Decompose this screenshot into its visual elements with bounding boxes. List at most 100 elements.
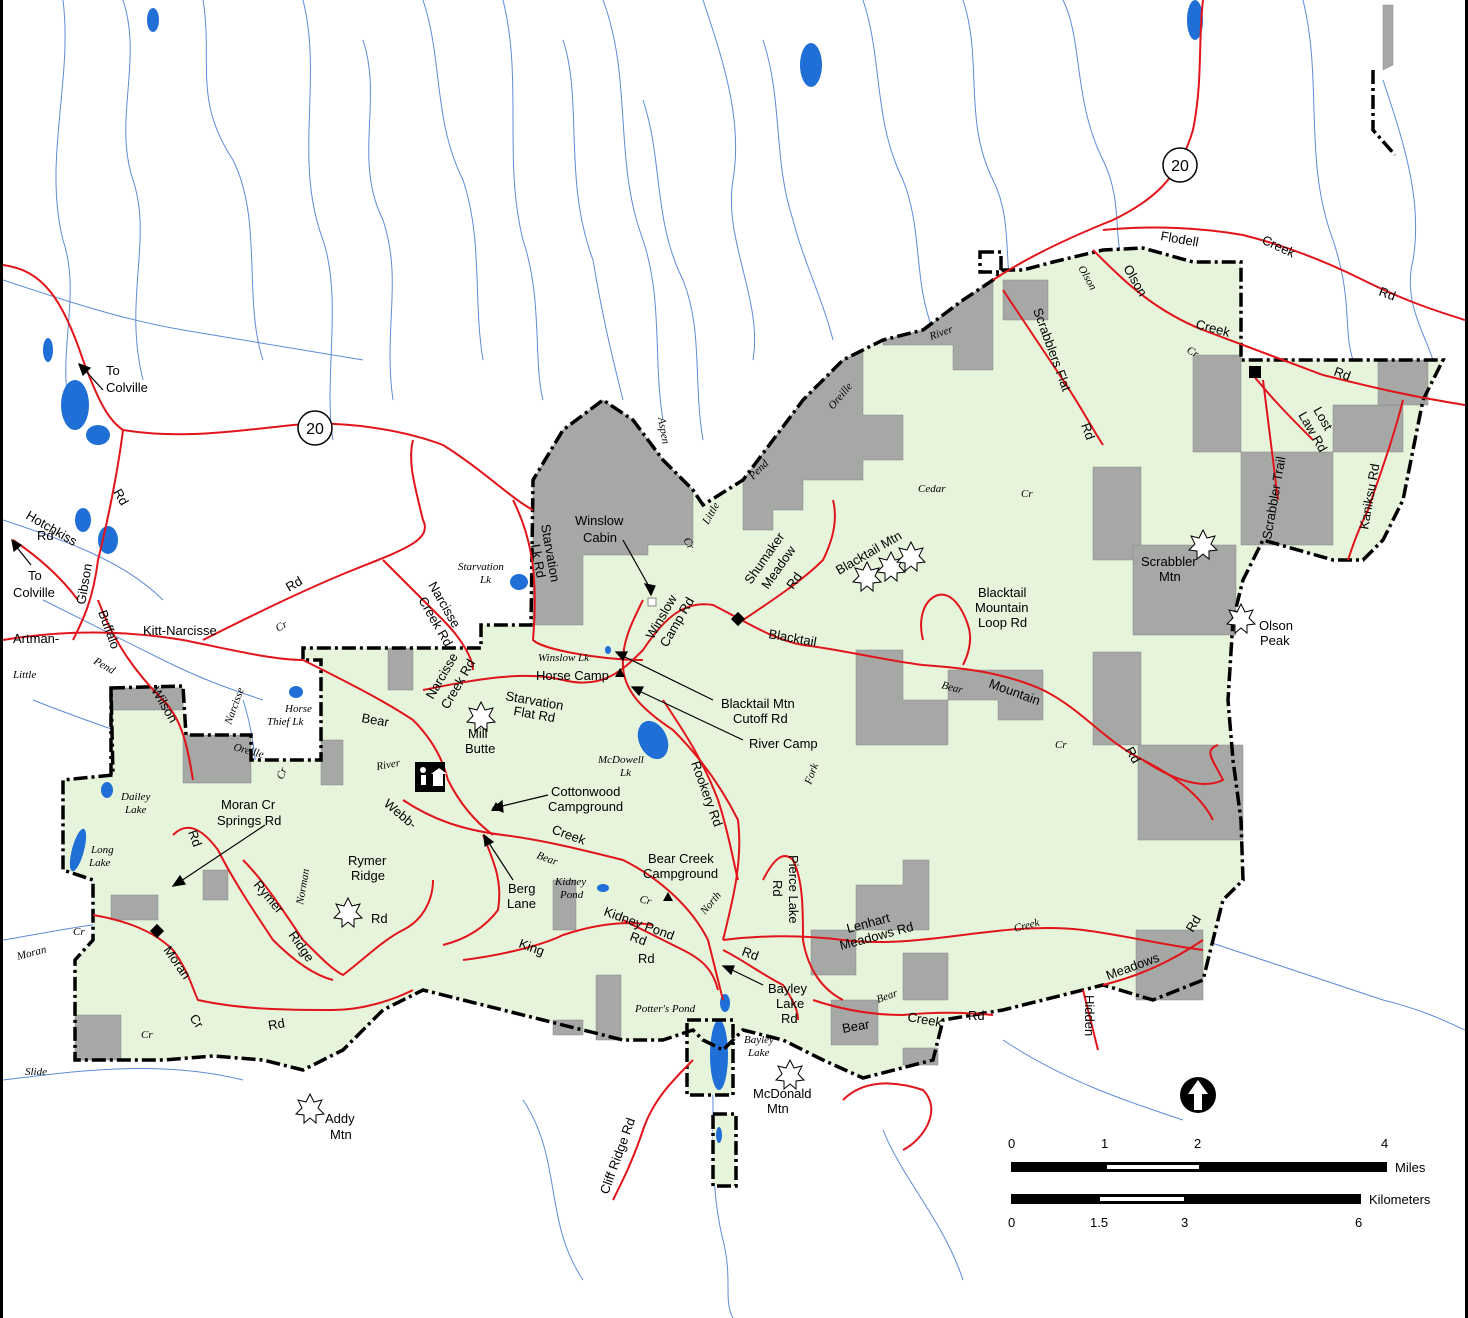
road-kidney-pond (622, 919, 719, 991)
campground-triangle-icon (615, 668, 625, 677)
peak-icon (294, 1092, 326, 1125)
miles-tick-label: 0 (1008, 1136, 1015, 1151)
cabin-square-icon (730, 611, 746, 627)
road-rymer (242, 859, 434, 977)
road-lenhart (722, 926, 1204, 951)
km-tick-label: 1.5 (1090, 1215, 1108, 1230)
mcdowell-label: McDowell (597, 754, 644, 766)
cr-label: Cr (1055, 739, 1067, 751)
roads[interactable] (3, 0, 1465, 1201)
addy-label: Addy (325, 1111, 355, 1126)
road-pierce-lake (762, 855, 844, 1001)
highway-number: 20 (306, 421, 324, 438)
bayley-lake-rd-label: Rd (781, 1011, 798, 1026)
highway-shield-west: 20 (297, 410, 333, 446)
rd-label: Rd (110, 486, 131, 508)
to-colville-label: To (28, 568, 42, 583)
highway-shield-north: 20 (1162, 147, 1198, 183)
peaks (294, 528, 1257, 1125)
road-cliff-ridge (612, 1059, 694, 1201)
road-gibson (72, 429, 124, 641)
miles-tick-label: 4 (1381, 1136, 1388, 1151)
horse-thief-label: Thief Lk (267, 716, 304, 728)
road-webb-creek (402, 799, 724, 1001)
creek-label: Creek (906, 1009, 943, 1030)
peak-icon (774, 1058, 806, 1091)
bayley-lake-rd-label: Lake (776, 996, 804, 1011)
water-bodies (43, 0, 1203, 1143)
gibson-label: Gibson (73, 562, 95, 605)
rd-label: Rd (968, 1008, 985, 1023)
kidney-pond-rd-label: Rd (628, 929, 649, 949)
lake-w-3 (86, 425, 110, 445)
cr-label: Cr (274, 618, 291, 635)
pend-label: Pend (91, 655, 118, 677)
narcisse-label: Narcisse (222, 686, 247, 727)
highway-number: 20 (1171, 158, 1189, 175)
cr-label: Cr (638, 893, 653, 908)
streams (3, 0, 1465, 1318)
pierce-lake-label: Rd (770, 880, 785, 897)
rd-label: Rd (1377, 284, 1398, 304)
road-narcisse-creek (382, 559, 474, 671)
starvation-flat-label: Flat Rd (512, 703, 556, 725)
to-colville-label: To (106, 363, 120, 378)
long-lake (69, 828, 87, 872)
road-starvation-lk (512, 499, 644, 661)
highway-20 (3, 264, 534, 511)
km-tick-label: 3 (1181, 1215, 1188, 1230)
rd-label: Rd (1078, 421, 1098, 442)
little-label: Little (12, 669, 36, 681)
road-blacktail-mtn (1142, 744, 1225, 785)
long-lake-label: Long (90, 844, 114, 856)
north-arrow-icon (1180, 1077, 1216, 1113)
cabins[interactable] (149, 366, 1261, 939)
berg-label: Berg (508, 881, 535, 896)
map-canvas[interactable]: 20 20 (3, 0, 1465, 1318)
forest-boundary (61, 70, 1446, 1188)
cutoff-label: Cutoff Rd (733, 711, 788, 726)
cedar-label: Cedar (918, 483, 946, 495)
road-meadows (1102, 939, 1204, 986)
road-kitt-narcisse (3, 631, 304, 661)
blacktail-loop-label: Blacktail (978, 585, 1027, 600)
rd-label: Rd (1122, 744, 1143, 766)
rd-label: Rd (185, 828, 205, 849)
peak-icon (1187, 528, 1219, 561)
dailey-label: Dailey (120, 791, 150, 803)
pierce-lake-label: Pierce Lake (786, 855, 801, 924)
callout-arrows (11, 362, 764, 986)
road-bayley-lake (722, 949, 799, 1021)
winslow-cabin-label: Winslow (575, 513, 624, 528)
road-rookery (662, 699, 739, 881)
rd-label: Rd (638, 951, 655, 966)
cottonwood-label: Campground (548, 799, 623, 814)
lake-ne-1 (1187, 0, 1203, 40)
cr-label: Cr (275, 765, 290, 781)
ranger-station-icon[interactable] (415, 762, 447, 792)
lake-w-5 (98, 526, 118, 554)
bayley-label: Bayley (744, 1034, 774, 1046)
bear-label: Bear (841, 1016, 871, 1036)
buffalo-label: Buffalo (95, 608, 123, 651)
winslow-cabin-label: Cabin (583, 530, 617, 545)
olson-peak-label: Peak (1260, 633, 1290, 648)
lake-w-4 (75, 508, 91, 532)
km-tick-label: 0 (1008, 1215, 1015, 1230)
road-scrabbler-trail (1262, 379, 1279, 501)
starvation-lk-rd-label: Lk Rd (528, 543, 549, 579)
cliff-ridge-label: Cliff Ridge Rd (597, 1116, 638, 1196)
starvation-lk-label: Lk (479, 574, 492, 586)
cottonwood-label: Cottonwood (551, 784, 620, 799)
bear-label: Bear (360, 710, 390, 730)
mcdonald-label: McDonald (753, 1086, 812, 1101)
kidney-pond-label: Kidney (554, 876, 586, 888)
aspen-label: Aspen (655, 415, 672, 445)
bayley-lake-rd-label: Bayley (768, 981, 808, 996)
highway-20-north (992, 0, 1204, 281)
road-scrabblers-flat (1002, 289, 1104, 446)
rd-label: Rd (740, 944, 761, 964)
cabin-square-icon (149, 923, 165, 939)
moran-cr-label: Moran (15, 943, 48, 963)
rymer-ridge-label: Ridge (351, 868, 385, 883)
